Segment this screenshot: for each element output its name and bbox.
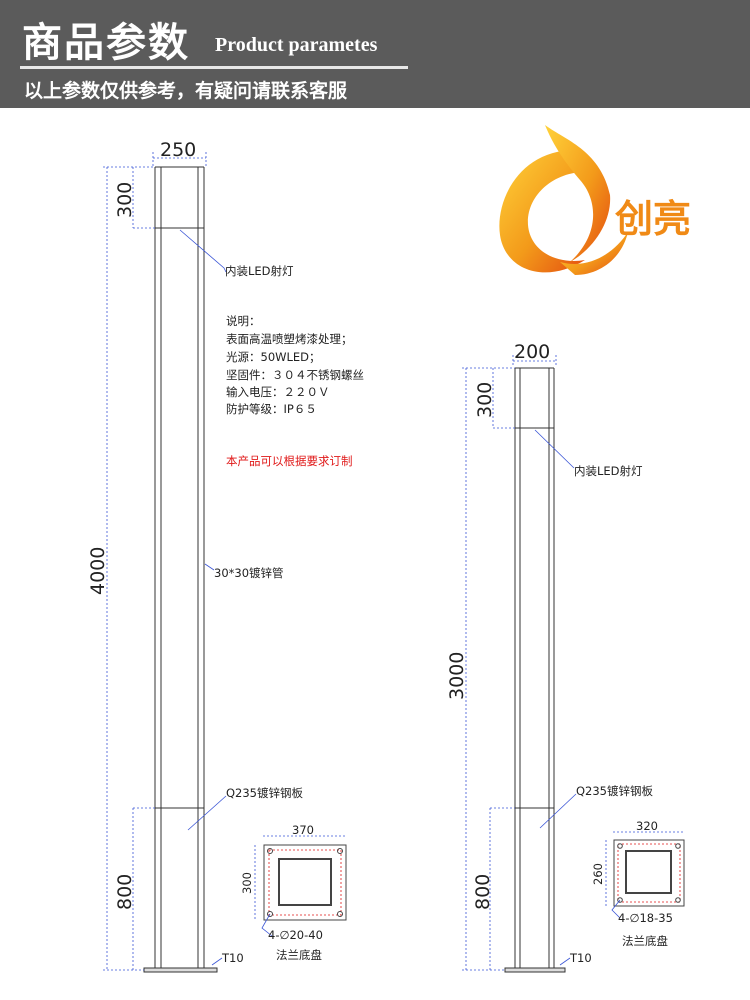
logo-tail-icon [560, 232, 628, 275]
left-plate-label: Q235镀锌钢板 [226, 786, 304, 800]
left-pole-drawing [143, 166, 218, 973]
left-flange-plate [254, 835, 347, 937]
left-flange-height-dimension: 300 [240, 872, 254, 894]
right-flange-height-dimension: 260 [591, 863, 605, 885]
left-leader-lines [179, 229, 227, 966]
right-plate-label: Q235镀锌钢板 [576, 784, 654, 798]
right-pole-dimensions [462, 355, 557, 971]
left-flange-caption: 法兰底盘 [276, 948, 322, 962]
right-flange-holes-label: 4-∅18-35 [618, 911, 673, 925]
left-tube-label: 30*30镀锌管 [214, 566, 284, 580]
logo-flame-icon [545, 125, 611, 262]
right-leader-lines [534, 429, 577, 966]
notes-line: 表面高温喷塑烤漆处理； [226, 332, 353, 346]
right-top-dimension: 300 [474, 382, 496, 418]
logo-swoosh-icon [499, 150, 590, 273]
left-t-label: T10 [221, 951, 244, 965]
header-banner: 商品参数 Product parametes 以上参数仅供参考，有疑问请联系客服 [0, 0, 750, 108]
notes-line: 光源：50WLED； [226, 350, 321, 364]
right-flange-caption: 法兰底盘 [622, 934, 668, 948]
left-width-dimension: 250 [160, 139, 196, 161]
left-led-label: 内装LED射灯 [225, 264, 294, 278]
notes-line: 输入电压：２２０Ｖ [226, 385, 330, 399]
notes-line: 防护等级：IP６５ [226, 402, 317, 416]
page-title-english: Product parametes [215, 34, 378, 56]
logo-text: 创亮 [615, 196, 691, 241]
right-t-label: T10 [569, 951, 592, 965]
right-led-label: 内装LED射灯 [574, 464, 643, 478]
page-title: 商品参数 [22, 19, 190, 66]
right-height-dimension: 3000 [446, 652, 468, 700]
right-width-dimension: 200 [514, 341, 550, 363]
right-base-dimension: 800 [472, 874, 494, 910]
left-base-dimension: 800 [114, 874, 136, 910]
custom-order-note: 本产品可以根据要求订制 [226, 454, 353, 468]
right-flange-plate [605, 831, 685, 919]
left-top-dimension: 300 [114, 182, 136, 218]
spec-notes: 说明： 表面高温喷塑烤漆处理； 光源：50WLED； 坚固件：３０４不锈钢螺丝 … [226, 314, 364, 468]
page-subtitle: 以上参数仅供参考，有疑问请联系客服 [24, 80, 348, 102]
right-pole-drawing [504, 367, 566, 973]
left-flange-width-dimension: 370 [292, 823, 314, 837]
brand-logo: 创亮 [499, 125, 691, 275]
header-divider [20, 66, 408, 69]
notes-line: 坚固件：３０４不锈钢螺丝 [226, 368, 364, 382]
left-height-dimension: 4000 [87, 547, 109, 595]
notes-heading: 说明： [226, 314, 261, 328]
right-flange-width-dimension: 320 [636, 819, 658, 833]
left-flange-holes-label: 4-∅20-40 [268, 928, 323, 942]
left-pole-dimensions [103, 152, 207, 971]
